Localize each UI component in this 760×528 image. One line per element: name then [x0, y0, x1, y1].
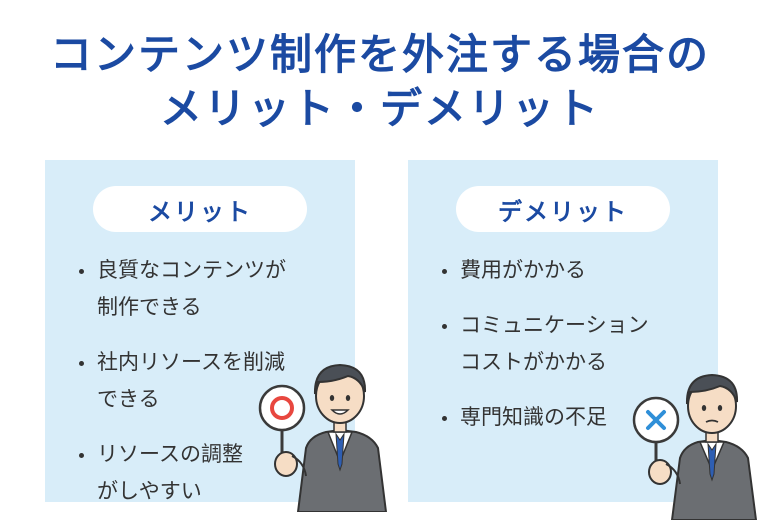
list-item-text: できる — [97, 387, 160, 411]
businessman-cross-sign-illustration — [632, 373, 758, 520]
list-item-text: コストがかかる — [460, 350, 607, 374]
bullet-dot — [442, 324, 447, 329]
list-item: 費用がかかる — [438, 252, 708, 289]
list-item-text: コミュニケーション — [460, 313, 649, 337]
list-item-text: 費用がかかる — [460, 258, 586, 282]
demerits-panel: デメリット 費用がかかる コミュニケーション コストがかかる 専門知識の不足 — [408, 160, 718, 502]
list-item-text: 制作できる — [97, 295, 202, 319]
list-item: コミュニケーション コストがかかる — [438, 307, 708, 381]
bullet-dot — [79, 361, 84, 366]
list-item: 社内リソースを削減 できる — [75, 344, 345, 418]
list-item: リソースの調整 がしやすい — [75, 436, 345, 510]
circle-sign-icon — [258, 384, 306, 464]
list-item-text: 専門知識の不足 — [460, 405, 607, 429]
bullet-dot — [79, 453, 84, 458]
bullet-dot — [442, 269, 447, 274]
title-line-2: メリット・デメリット — [159, 84, 600, 133]
demerits-heading: デメリット — [456, 186, 670, 232]
bullet-dot — [79, 269, 84, 274]
list-item-text: リソースの調整 — [97, 442, 243, 466]
merits-panel: メリット 良質なコンテンツが 制作できる 社内リソースを削減 できる リソースの… — [45, 160, 355, 503]
list-item: 専門知識の不足 — [438, 399, 708, 436]
demerits-list: 費用がかかる コミュニケーション コストがかかる 専門知識の不足 — [438, 252, 708, 454]
list-item-text: 社内リソースを削減 — [97, 350, 285, 374]
list-item: 良質なコンテンツが 制作できる — [75, 252, 345, 326]
list-item-text: 良質なコンテンツが — [97, 258, 286, 282]
merits-heading: メリット — [93, 186, 307, 232]
title-line-1: コンテンツ制作を外注する場合の — [49, 30, 710, 79]
businessman-circle-sign-illustration — [258, 363, 388, 512]
bullet-dot — [442, 416, 447, 421]
list-item-text: がしやすい — [97, 479, 202, 503]
merits-list: 良質なコンテンツが 制作できる 社内リソースを削減 できる リソースの調整 がし… — [75, 252, 345, 528]
